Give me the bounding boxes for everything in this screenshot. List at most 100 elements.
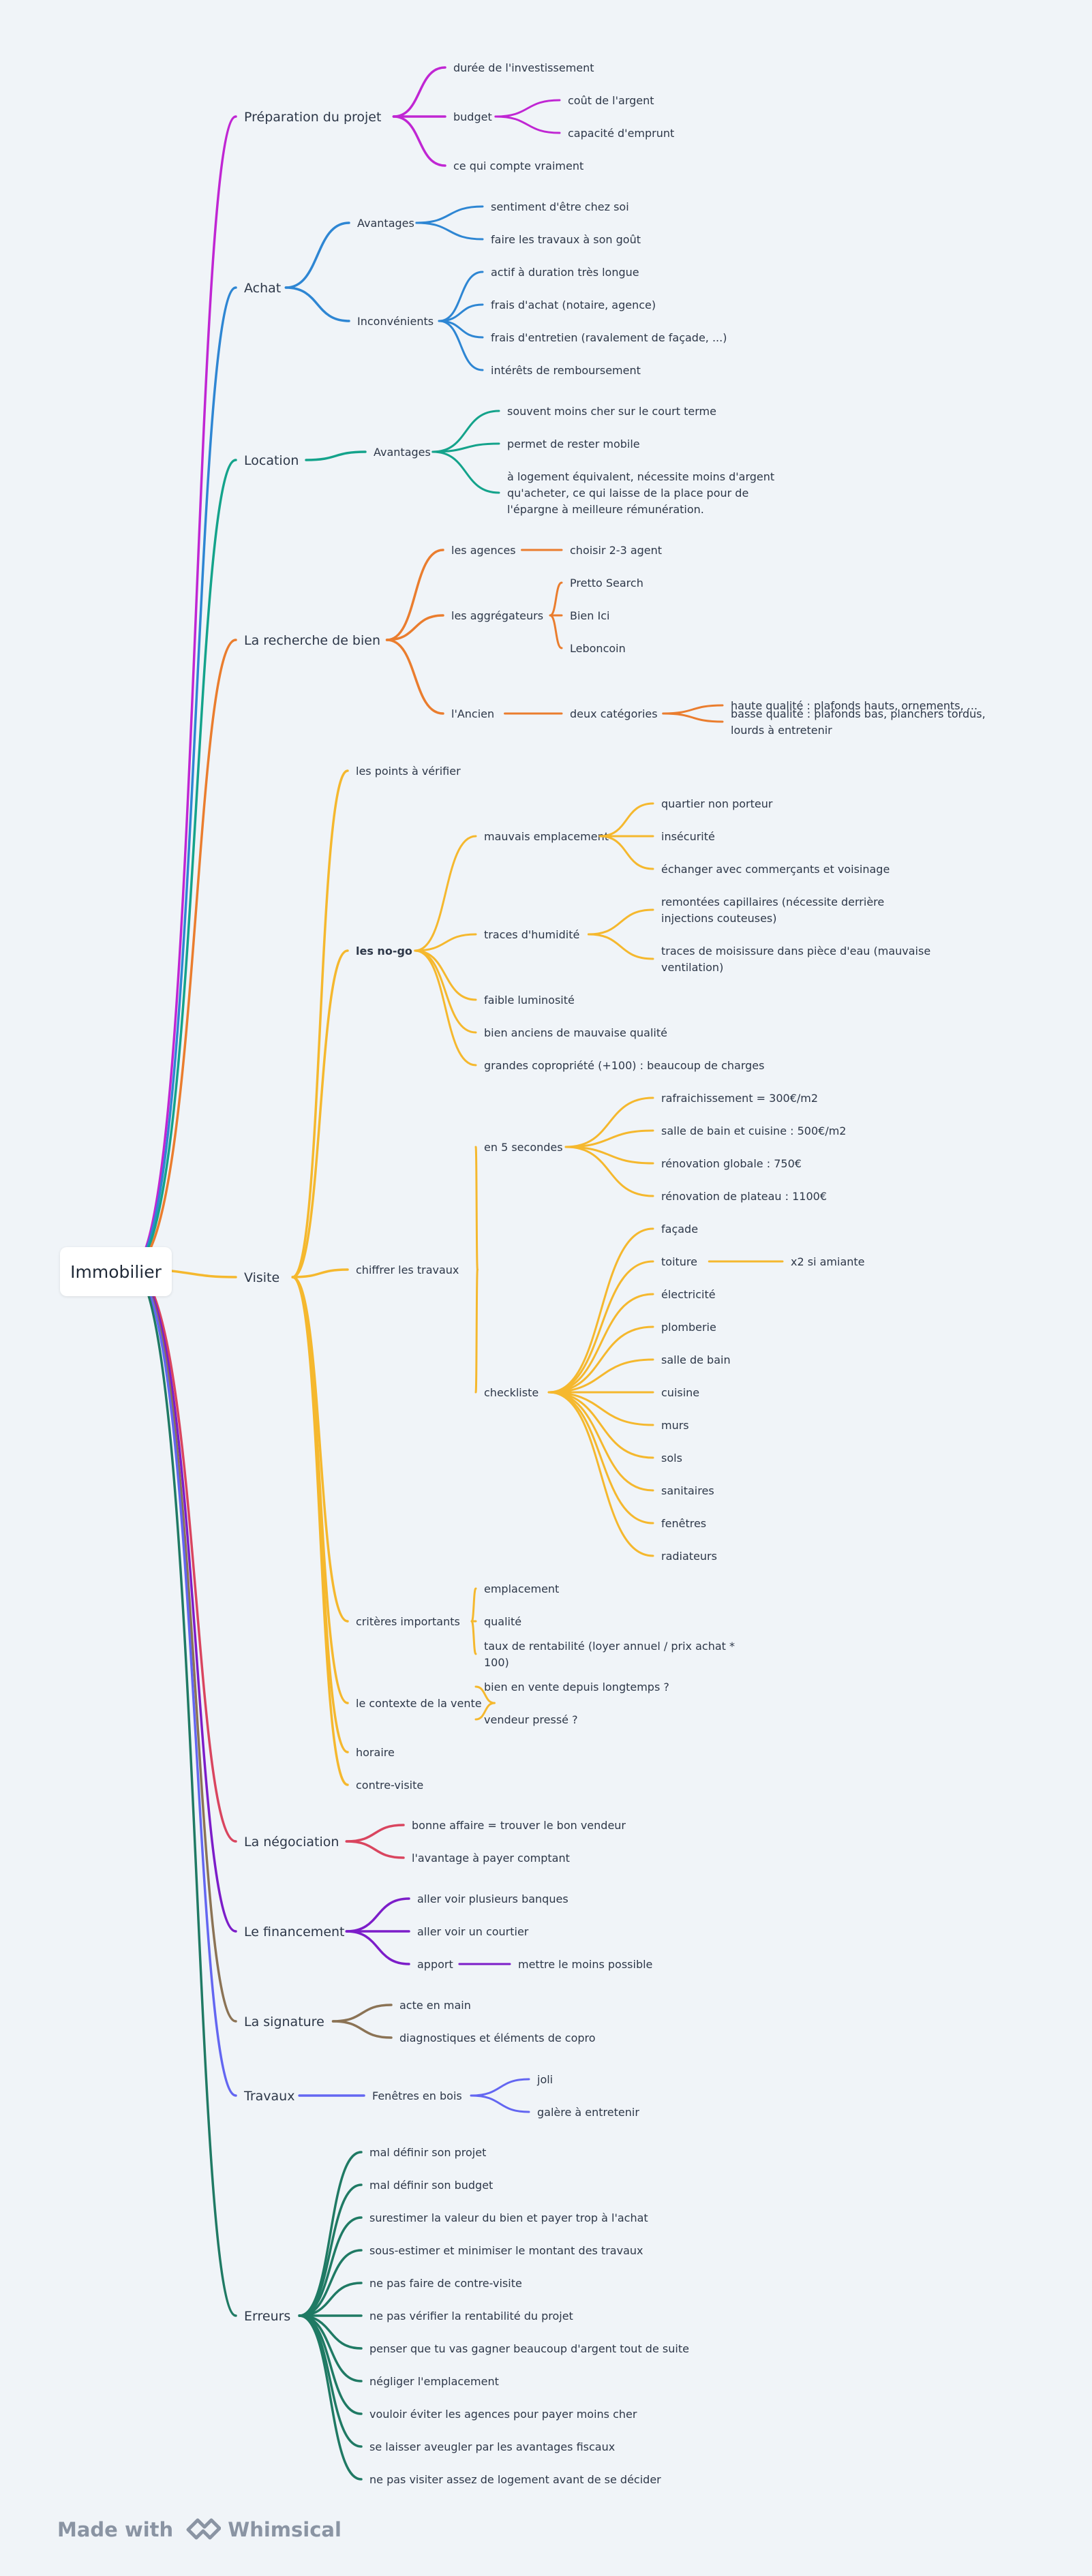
node-recherche-1[interactable]: les agences [451,544,516,557]
node-visite-3-2-7[interactable]: murs [661,1419,689,1432]
node-visite-4-3[interactable]: taux de rentabilité (loyer annuel / prix… [484,1640,735,1669]
node-visite-4-1[interactable]: emplacement [484,1582,559,1595]
node-visite-3-1-1[interactable]: rafraichissement = 300€/m2 [661,1092,818,1105]
node-location-1[interactable]: Avantages [374,446,431,459]
node-financement-1[interactable]: aller voir plusieurs banques [417,1892,568,1905]
node-visite-3-2-1[interactable]: façade [661,1223,698,1236]
node-achat-2-4[interactable]: intérêts de remboursement [491,364,641,377]
node-location[interactable]: Location [244,453,299,468]
node-visite-3-2-6[interactable]: cuisine [661,1386,699,1399]
node-achat-2-3[interactable]: frais d'entretien (ravalement de façade,… [491,331,727,344]
node-negociation-1[interactable]: bonne affaire = trouver le bon vendeur [412,1819,626,1832]
node-financement-2[interactable]: aller voir un courtier [417,1925,529,1938]
node-negociation[interactable]: La négociation [244,1835,339,1850]
node-achat-2[interactable]: Inconvénients [357,315,434,328]
node-travaux-1[interactable]: Fenêtres en bois [372,2089,462,2102]
node-preparation[interactable]: Préparation du projet [244,110,381,125]
node-achat-2-1[interactable]: actif à duration très longue [491,266,639,279]
node-preparation-2[interactable]: budget [453,110,492,123]
node-recherche-2-1[interactable]: Pretto Search [570,577,643,589]
node-recherche-3-1-2[interactable]: basse qualité : plafonds bas, planchers … [731,707,986,737]
node-erreurs-6[interactable]: ne pas vérifier la rentabilité du projet [369,2310,573,2322]
node-visite-3-2-9[interactable]: sanitaires [661,1484,714,1497]
node-achat-1-2[interactable]: faire les travaux à son goût [491,233,641,246]
node-signature-1[interactable]: acte en main [399,1999,471,2012]
node-visite-3-2-10[interactable]: fenêtres [661,1517,706,1530]
node-erreurs-7[interactable]: penser que tu vas gagner beaucoup d'arge… [369,2342,689,2355]
node-erreurs-5[interactable]: ne pas faire de contre-visite [369,2277,522,2290]
node-preparation-3[interactable]: ce qui compte vraiment [453,159,583,172]
node-erreurs-2[interactable]: mal définir son budget [369,2179,493,2192]
node-visite-3-2-4[interactable]: plomberie [661,1321,716,1334]
node-visite-3-2-2-1[interactable]: x2 si amiante [791,1255,865,1268]
node-preparation-2-2[interactable]: capacité d'emprunt [568,127,674,140]
node-visite-3-2-5[interactable]: salle de bain [661,1353,731,1366]
node-visite-3[interactable]: chiffrer les travaux [356,1263,459,1276]
node-visite-2-1-1[interactable]: quartier non porteur [661,797,773,810]
node-visite-3-1[interactable]: en 5 secondes [484,1141,563,1154]
node-recherche-3-1[interactable]: deux catégories [570,707,658,720]
node-visite-3-2-2[interactable]: toiture [661,1255,697,1268]
node-erreurs-1[interactable]: mal définir son projet [369,2146,486,2159]
node-visite-3-2-11[interactable]: radiateurs [661,1550,717,1563]
node-visite-2-2-2[interactable]: traces de moisissure dans pièce d'eau (m… [661,945,930,974]
node-recherche-3[interactable]: l'Ancien [451,707,494,720]
node-signature[interactable]: La signature [244,2014,324,2029]
node-preparation-2-1[interactable]: coût de l'argent [568,94,654,107]
node-visite-3-1-2[interactable]: salle de bain et cuisine : 500€/m2 [661,1124,846,1137]
node-signature-2[interactable]: diagnostiques et éléments de copro [399,2031,596,2044]
node-travaux-1-2[interactable]: galère à entretenir [537,2106,639,2119]
node-preparation-1[interactable]: durée de l'investissement [453,61,594,74]
node-recherche[interactable]: La recherche de bien [244,633,380,648]
node-visite-5-2[interactable]: vendeur pressé ? [484,1713,578,1726]
node-achat-2-2[interactable]: frais d'achat (notaire, agence) [491,298,656,311]
node-recherche-3-1-1[interactable]: haute qualité : plafonds hauts, ornement… [731,699,977,712]
node-erreurs[interactable]: Erreurs [244,2309,290,2324]
node-visite-6[interactable]: horaire [356,1746,395,1759]
node-recherche-2[interactable]: les aggrégateurs [451,609,543,622]
node-erreurs-11[interactable]: ne pas visiter assez de logement avant d… [369,2473,661,2486]
node-travaux-1-1[interactable]: joli [536,2073,553,2086]
node-location-1-3[interactable]: à logement équivalent, nécessite moins d… [507,470,774,516]
node-visite-2-3[interactable]: faible luminosité [484,994,575,1007]
node-achat-1-1[interactable]: sentiment d'être chez soi [491,200,629,213]
node-erreurs-10[interactable]: se laisser aveugler par les avantages fi… [369,2440,615,2453]
node-visite-5[interactable]: le contexte de la vente [356,1697,482,1710]
node-visite-2-4[interactable]: bien anciens de mauvaise qualité [484,1026,667,1039]
node-erreurs-9[interactable]: vouloir éviter les agences pour payer mo… [369,2408,637,2421]
node-visite-2-1-2[interactable]: insécurité [661,830,715,843]
node-visite-2-1-3[interactable]: échanger avec commerçants et voisinage [661,863,890,876]
node-achat-1[interactable]: Avantages [357,217,414,230]
node-travaux[interactable]: Travaux [243,2089,294,2104]
node-achat[interactable]: Achat [244,281,281,296]
node-visite-5-1[interactable]: bien en vente depuis longtemps ? [484,1681,669,1693]
node-recherche-1-1[interactable]: choisir 2-3 agent [570,544,662,557]
node-visite-4[interactable]: critères importants [356,1615,460,1628]
node-financement[interactable]: Le financement [244,1925,345,1939]
node-visite[interactable]: Visite [244,1270,279,1285]
node-recherche-2-2[interactable]: Bien Ici [570,609,609,622]
node-visite-3-2[interactable]: checkliste [484,1386,539,1399]
node-visite-7[interactable]: contre-visite [356,1779,423,1792]
node-negociation-2[interactable]: l'avantage à payer comptant [412,1852,570,1865]
node-visite-3-2-3[interactable]: électricité [661,1288,716,1301]
node-visite-1[interactable]: les points à vérifier [356,765,461,778]
node-financement-3-1[interactable]: mettre le moins possible [518,1958,652,1971]
node-recherche-2-3[interactable]: Leboncoin [570,642,626,655]
node-erreurs-8[interactable]: négliger l'emplacement [369,2375,499,2388]
whimsical-badge[interactable]: Made with Whimsical [57,2515,342,2545]
node-financement-3[interactable]: apport [417,1958,453,1971]
node-visite-3-1-4[interactable]: rénovation de plateau : 1100€ [661,1190,827,1203]
node-visite-3-2-8[interactable]: sols [661,1452,682,1465]
node-location-1-1[interactable]: souvent moins cher sur le court terme [507,405,716,418]
node-visite-2-2-1[interactable]: remontées capillaires (nécessite derrièr… [661,895,884,925]
node-visite-2-2[interactable]: traces d'humidité [484,928,579,941]
node-visite-4-2[interactable]: qualité [484,1615,521,1628]
node-visite-2-1[interactable]: mauvais emplacement [484,830,609,843]
node-erreurs-3[interactable]: surestimer la valeur du bien et payer tr… [369,2211,648,2224]
node-visite-2[interactable]: les no-go [356,945,412,957]
node-visite-3-1-3[interactable]: rénovation globale : 750€ [661,1157,802,1170]
node-visite-2-5[interactable]: grandes copropriété (+100) : beaucoup de… [484,1059,764,1072]
node-erreurs-4[interactable]: sous-estimer et minimiser le montant des… [369,2244,643,2257]
node-location-1-2[interactable]: permet de rester mobile [507,438,640,450]
